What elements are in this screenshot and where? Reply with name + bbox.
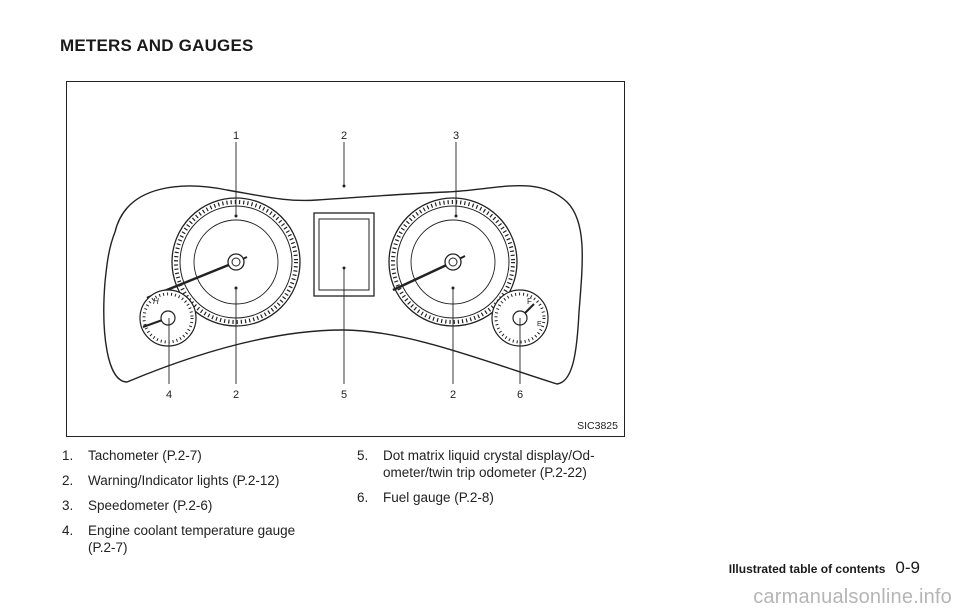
- legend-item-text: Speedometer (P.2-6): [88, 498, 213, 513]
- legend-item-number: 4.: [62, 523, 74, 538]
- gauge-mark-hot: H: [153, 297, 159, 306]
- legend-item-text: Engine coolant temperature gauge (P.2-7): [88, 523, 296, 555]
- watermark: carmanualsonline.info: [753, 586, 952, 608]
- legend-list-right: 5. Dot matrix liquid crystal display/Od-…: [357, 447, 625, 514]
- footer-section-title: Illustrated table of contents: [728, 562, 886, 576]
- legend-item-text: Warning/Indicator lights (P.2-12): [88, 473, 280, 488]
- legend-item-number: 3.: [62, 498, 74, 513]
- callout-6: 6: [517, 389, 523, 401]
- legend-list-left: 1. Tachometer (P.2-7) 2. Warning/Indicat…: [62, 447, 322, 564]
- callout-leader-lines: [168, 142, 521, 384]
- legend-item: 3. Speedometer (P.2-6): [62, 497, 322, 514]
- callout-2-top: 2: [341, 130, 347, 142]
- callout-5: 5: [341, 389, 347, 401]
- legend-item-text: Fuel gauge (P.2-8): [383, 490, 494, 505]
- callout-3: 3: [453, 130, 459, 142]
- instrument-cluster-illustration: H F E: [103, 130, 583, 401]
- page-number: 0-9: [895, 558, 920, 577]
- legend-item-number: 1.: [62, 448, 74, 463]
- callout-2-left: 2: [233, 389, 239, 401]
- legend-item-number: 6.: [357, 490, 369, 505]
- legend-item-number: 5.: [357, 448, 369, 463]
- section-title: METERS AND GAUGES: [60, 36, 254, 55]
- figure-code: SIC3825: [577, 420, 618, 432]
- instrument-cluster-figure: H F E: [66, 81, 625, 437]
- coolant-temperature-gauge: H: [139, 289, 197, 347]
- callout-2-right: 2: [450, 389, 456, 401]
- legend-item: 1. Tachometer (P.2-7): [62, 447, 322, 464]
- legend-item: 5. Dot matrix liquid crystal display/Od-…: [357, 447, 625, 481]
- page-footer: Illustrated table of contents 0-9: [729, 558, 920, 578]
- callout-4: 4: [166, 389, 172, 401]
- legend-item: 6. Fuel gauge (P.2-8): [357, 489, 625, 506]
- legend-item: 4. Engine coolant temperature gauge (P.2…: [62, 522, 322, 556]
- gauge-mark-empty: E: [537, 321, 542, 328]
- legend-item: 2. Warning/Indicator lights (P.2-12): [62, 472, 322, 489]
- legend-item-text: Dot matrix liquid crystal display/Od-ome…: [383, 448, 595, 480]
- callout-1: 1: [233, 130, 239, 142]
- cluster-housing: [103, 185, 583, 385]
- gauge-mark-full: F: [527, 297, 532, 306]
- legend-item-number: 2.: [62, 473, 74, 488]
- legend-item-text: Tachometer (P.2-7): [88, 448, 202, 463]
